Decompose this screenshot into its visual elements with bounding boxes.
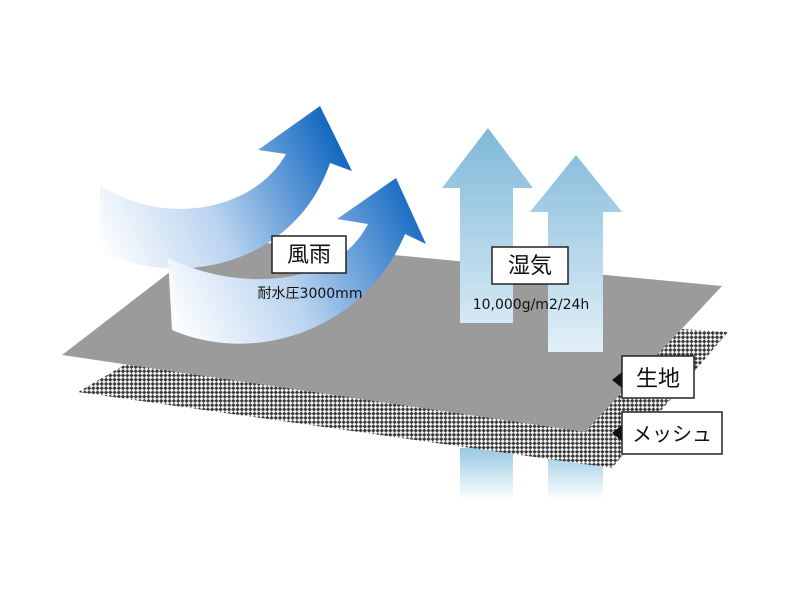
fabric-label: 生地 bbox=[636, 367, 680, 392]
mesh-label: メッシュ bbox=[632, 422, 712, 446]
wind-rain-label: 風雨 bbox=[287, 243, 331, 268]
mesh-callout-pointer bbox=[612, 425, 622, 441]
moisture-label-box bbox=[491, 246, 569, 285]
wind-rain-label-box bbox=[271, 235, 347, 274]
moisture-arrow-tail-left bbox=[460, 448, 513, 500]
mesh-label-box bbox=[621, 411, 723, 455]
fabric-label-box bbox=[621, 355, 695, 399]
wind-arrow-front bbox=[168, 178, 426, 344]
moisture-spec: 10,000g/m2/24h bbox=[473, 297, 590, 313]
wind-rain-spec: 耐水圧3000mm bbox=[258, 286, 363, 302]
fabric-callout-pointer bbox=[612, 372, 622, 388]
moisture-arrow-right bbox=[530, 155, 622, 352]
moisture-label: 湿気 bbox=[508, 254, 552, 279]
wind-arrow-back bbox=[100, 106, 352, 269]
